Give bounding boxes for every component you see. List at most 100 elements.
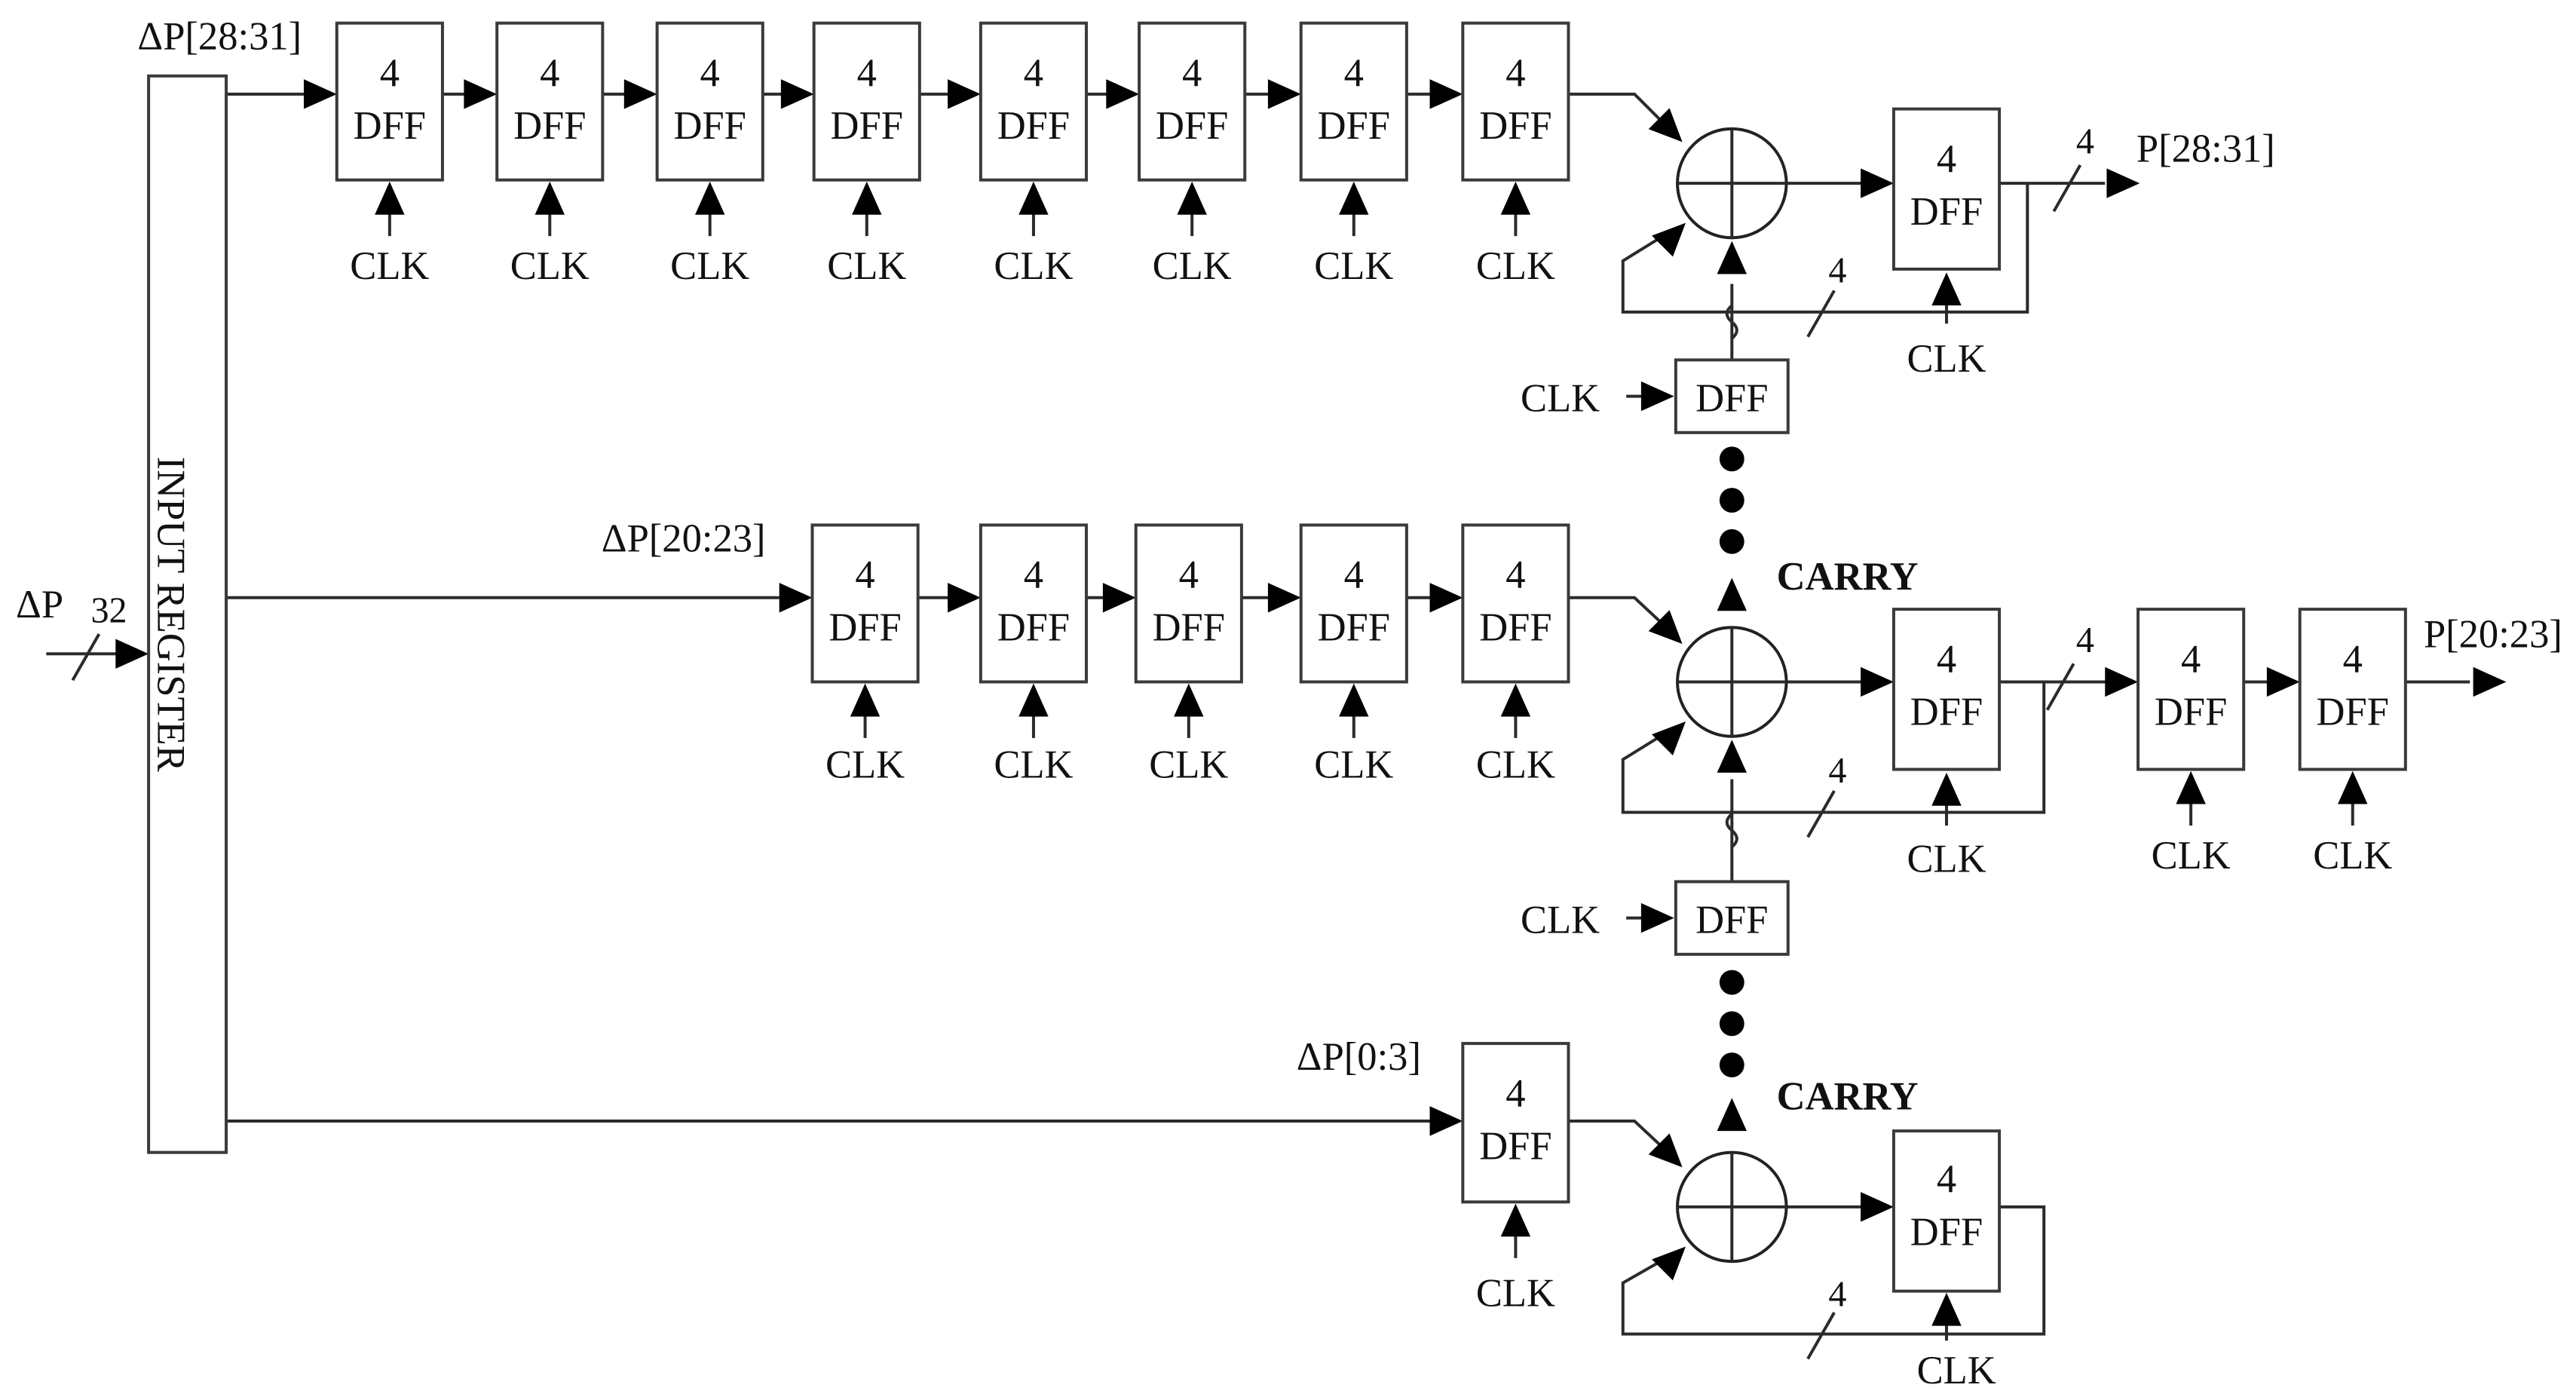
feedback-slash bbox=[1806, 1312, 1836, 1360]
dff-block bbox=[1138, 21, 1247, 182]
arrow bbox=[1648, 610, 1683, 645]
dff-width-label: 4 bbox=[380, 51, 400, 95]
dff-type-label: DFF bbox=[1910, 1210, 1983, 1254]
clk-arrow bbox=[1018, 181, 1049, 215]
dff-width-label: 4 bbox=[1179, 553, 1199, 597]
carry-dff-label: DFF bbox=[1695, 376, 1768, 420]
dff-type-label: DFF bbox=[1910, 190, 1983, 234]
dff-block bbox=[2136, 608, 2246, 771]
dff-block bbox=[812, 21, 921, 182]
dff-width-label: 4 bbox=[700, 51, 720, 95]
dff-width-label: 4 bbox=[1024, 553, 1043, 597]
feedback-wire bbox=[1621, 682, 2046, 814]
arrow bbox=[779, 583, 813, 613]
clk-arrow bbox=[1339, 683, 1369, 717]
arrow bbox=[1652, 222, 1686, 257]
arrow bbox=[2106, 168, 2140, 198]
wire bbox=[1568, 1120, 1661, 1146]
dff-block bbox=[1461, 1042, 1570, 1204]
dff-block bbox=[1461, 21, 1570, 182]
feedback-slash bbox=[1806, 790, 1836, 838]
clk-label: CLK bbox=[1521, 376, 1600, 420]
output-bus-slash bbox=[2052, 164, 2082, 213]
input-label: ΔP bbox=[16, 583, 63, 626]
clk-arrow bbox=[850, 683, 881, 717]
output-bus-width: 4 bbox=[2076, 122, 2094, 162]
dff-width-label: 4 bbox=[857, 51, 877, 95]
dff-block bbox=[655, 21, 764, 182]
input-register bbox=[147, 74, 228, 1154]
clk-label: CLK bbox=[2313, 834, 2392, 878]
dff-width-label: 4 bbox=[1024, 51, 1043, 95]
clk-label: CLK bbox=[994, 743, 1073, 786]
dff-width-label: 4 bbox=[1344, 51, 1364, 95]
dff-type-label: DFF bbox=[1318, 104, 1390, 148]
arrow bbox=[1106, 79, 1140, 109]
clk-label: CLK bbox=[510, 244, 590, 288]
ellipsis-dot bbox=[1719, 488, 1744, 513]
dff-width-label: 4 bbox=[1937, 637, 1956, 681]
arrow bbox=[948, 79, 981, 109]
dff-type-label: DFF bbox=[1479, 104, 1551, 148]
arrow bbox=[1648, 108, 1683, 142]
clk-label: CLK bbox=[1314, 743, 1393, 786]
dff-block bbox=[979, 21, 1089, 182]
arrow bbox=[1652, 1246, 1686, 1281]
arrow bbox=[1429, 79, 1463, 109]
clk-arrow bbox=[1177, 181, 1207, 215]
clk-label: CLK bbox=[1476, 743, 1555, 786]
dff-width-label: 4 bbox=[2343, 637, 2363, 681]
arrow bbox=[2105, 666, 2139, 697]
clk-arrow bbox=[1174, 683, 1204, 717]
arrow bbox=[1861, 666, 1894, 697]
dff-width-label: 4 bbox=[2181, 637, 2201, 681]
output-bus-slash bbox=[2045, 663, 2075, 711]
clk-arrow bbox=[2176, 770, 2206, 804]
ellipsis-dot bbox=[1719, 970, 1744, 995]
clk-arrow bbox=[1500, 683, 1531, 717]
clk-label: CLK bbox=[1917, 1349, 1996, 1392]
ellipsis-dot bbox=[1719, 446, 1744, 472]
arrow bbox=[2473, 666, 2507, 697]
clk-arrow bbox=[1339, 181, 1369, 215]
dff-block bbox=[1891, 107, 2002, 271]
dff-width-label: 4 bbox=[1937, 1157, 1956, 1201]
block-layer bbox=[147, 21, 2407, 1293]
dff-type-label: DFF bbox=[1153, 606, 1225, 650]
arrow bbox=[948, 583, 981, 613]
clk-label: CLK bbox=[1907, 837, 1986, 881]
carry-arrow bbox=[1717, 740, 1747, 773]
clk-arrow bbox=[375, 181, 405, 215]
carry-arrow bbox=[1717, 1098, 1747, 1132]
dff-type-label: DFF bbox=[997, 104, 1070, 148]
clk-label: CLK bbox=[994, 244, 1073, 288]
dff-block bbox=[495, 21, 605, 182]
dff-type-label: DFF bbox=[2317, 690, 2389, 734]
dff-type-label: DFF bbox=[354, 104, 426, 148]
feedback-width: 4 bbox=[1828, 751, 1846, 791]
dff-type-label: DFF bbox=[513, 104, 586, 148]
clk-label: CLK bbox=[670, 244, 749, 288]
dff-block bbox=[1134, 523, 1243, 684]
carry-label: CARRY bbox=[1777, 1075, 1919, 1119]
arrow bbox=[1648, 1133, 1683, 1168]
dff-width-label: 4 bbox=[540, 51, 559, 95]
dff-block bbox=[1299, 21, 1408, 182]
arrow bbox=[1102, 583, 1136, 613]
ellipsis-dot bbox=[1719, 1011, 1744, 1037]
dff-width-label: 4 bbox=[1344, 553, 1364, 597]
ellipsis-dot bbox=[1719, 1052, 1744, 1077]
arrow bbox=[2266, 666, 2300, 697]
dff-block bbox=[1891, 1129, 2002, 1293]
clk-label: CLK bbox=[827, 244, 906, 288]
arrow bbox=[1267, 79, 1301, 109]
clk-arrow bbox=[1500, 181, 1531, 215]
dff-width-label: 4 bbox=[1505, 553, 1525, 597]
clk-label: CLK bbox=[350, 244, 429, 288]
arrow bbox=[1429, 583, 1463, 613]
clk-label: CLK bbox=[1476, 244, 1555, 288]
clk-arrow bbox=[1500, 1203, 1531, 1237]
clk-arrow bbox=[1640, 381, 1674, 412]
clk-arrow bbox=[534, 181, 565, 215]
